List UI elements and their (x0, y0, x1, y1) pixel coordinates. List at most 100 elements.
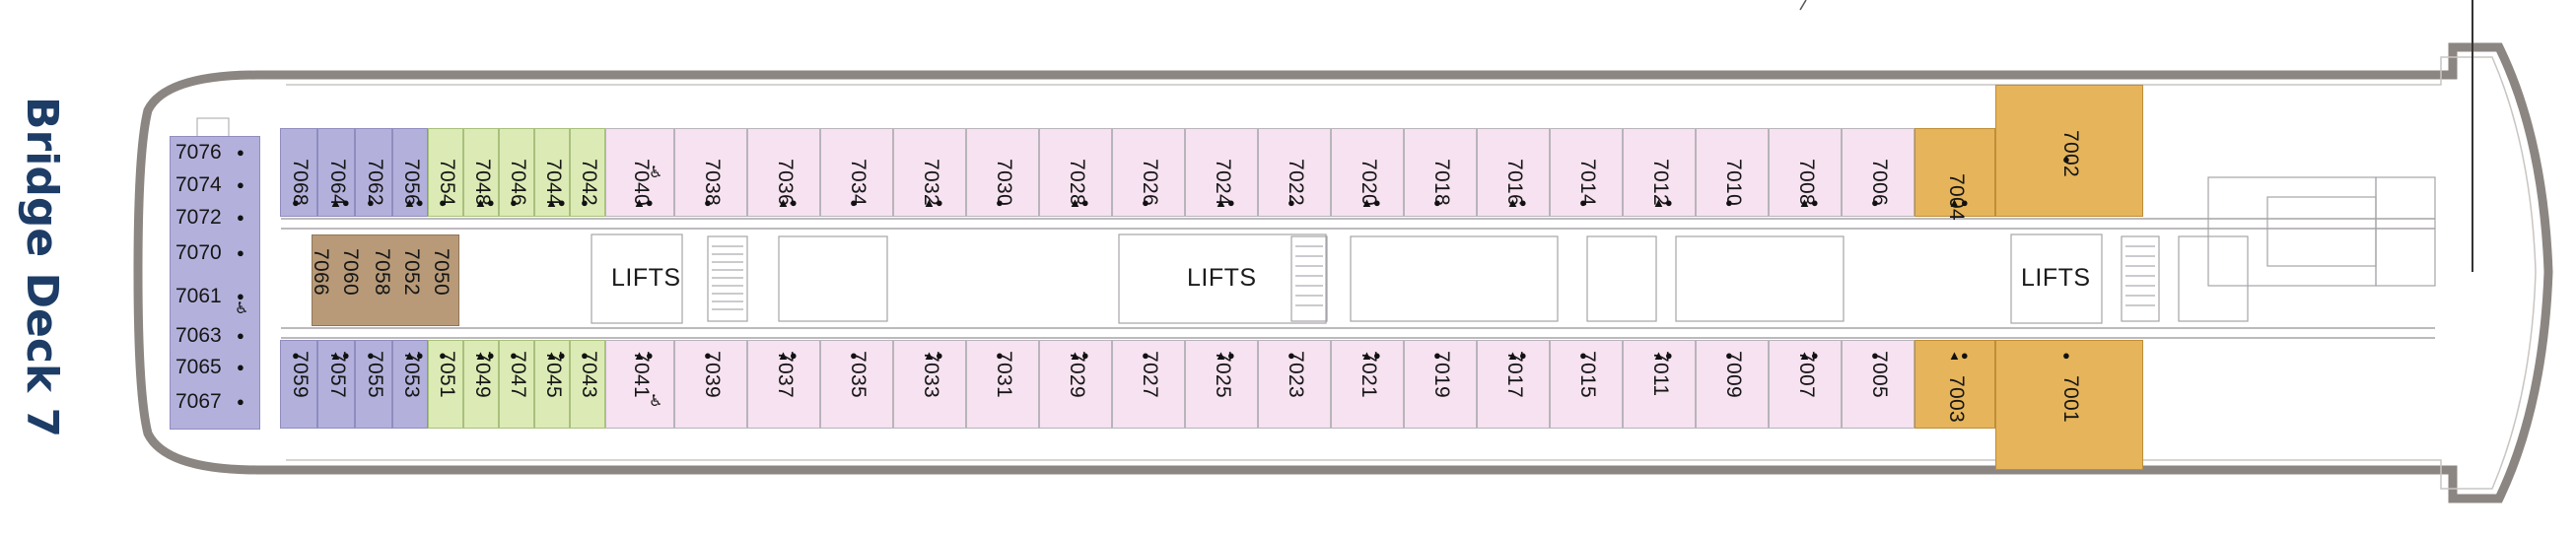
lift-shaft-1 (591, 233, 683, 324)
bed-dot-icon: ● (996, 195, 1004, 210)
bed-dot-icon: ● (2062, 348, 2070, 363)
top_row-cabin: 7028▲● (1039, 128, 1112, 217)
top_row-cabin: 7036▲● (747, 128, 820, 217)
sofa-triangle-icon: ▲● (1215, 195, 1235, 210)
bow-marker-tick (1799, 0, 1807, 11)
bottom_row-cabin: 7007▲● (1769, 340, 1842, 429)
bed-dot-icon: ● (2062, 152, 2070, 167)
bed-dot-icon: ● (704, 195, 712, 210)
sofa-triangle-icon: ▲● (1360, 348, 1381, 363)
top_row-cabin: 7030● (966, 128, 1039, 217)
cabin-number: 7003 (1945, 375, 1968, 423)
bed-dot-icon: ● (1142, 195, 1149, 210)
sofa-triangle-icon: ▲● (777, 348, 798, 363)
top_row-cabin: 7006● (1842, 128, 1915, 217)
center-cabin-number: 7052 (400, 248, 423, 296)
stairwell-2 (1290, 235, 1328, 322)
cabin-number: 7001 (2059, 375, 2082, 423)
wheelchair-icon: ♿ (649, 393, 663, 410)
bottom_row-cabin: 7053▲● (392, 340, 428, 429)
top_row-cabin: 7038● (674, 128, 747, 217)
sofa-triangle-icon: ▲● (1948, 348, 1969, 363)
bottom_row-cabin: 7059● (280, 340, 317, 429)
top_row-cabin: 7016▲● (1477, 128, 1550, 217)
bed-dot-icon: ● (1579, 195, 1587, 210)
sofa-triangle-icon: ▲● (403, 195, 424, 210)
bottom_row-cabin: 7033▲● (893, 340, 966, 429)
lift-shaft-2 (1118, 233, 1327, 324)
top_row-cabin: 7048▲● (463, 128, 499, 217)
top_row-cabin: 7040▲● (605, 128, 674, 217)
sofa-triangle-icon: ▲● (1798, 195, 1819, 210)
sofa-triangle-icon: ▲● (474, 348, 495, 363)
bottom_row-cabin: 7045▲● (534, 340, 570, 429)
bottom_row-cabin: 7029▲● (1039, 340, 1112, 429)
bottom_row-cabin: 7001 ● (1995, 340, 2143, 470)
hull-shape (133, 42, 2553, 503)
stern-cabin-block (170, 136, 260, 430)
bottom_row-cabin: 7057▲● (317, 340, 355, 429)
lifts-label-fwd: LIFTS (2021, 264, 2091, 292)
top_row-cabin: 7054● (428, 128, 463, 217)
bed-dot-icon: ● (367, 195, 375, 210)
stern-cabin-number: 7072 (175, 206, 222, 229)
stern-cabin-number: 7063 (175, 324, 222, 347)
bed-dot-icon: ● (237, 394, 244, 409)
bed-dot-icon: ● (237, 289, 244, 303)
bed-dot-icon: ● (850, 348, 858, 363)
bed-dot-icon: ● (996, 348, 1004, 363)
stairwell-3 (2121, 235, 2160, 322)
center-cabin-block (312, 234, 459, 326)
sofa-triangle-icon: ▲● (545, 348, 566, 363)
top_row-cabin: 7034● (820, 128, 893, 217)
sofa-triangle-icon: ▲● (545, 195, 566, 210)
bottom_row-cabin: 7021▲● (1331, 340, 1404, 429)
bed-dot-icon: ● (439, 195, 447, 210)
service-area-3 (1586, 235, 1657, 322)
sofa-triangle-icon: ▲● (1360, 195, 1381, 210)
stern-cabin-number: 7074 (175, 173, 222, 196)
bed-dot-icon: ● (581, 195, 589, 210)
bottom_row-cabin: 7011▲● (1623, 340, 1696, 429)
top_row-cabin: 7068● (280, 128, 317, 217)
top_row-cabin: 7044▲● (534, 128, 570, 217)
top_row-cabin: 7002● (1995, 85, 2143, 217)
hull-inner-line (286, 56, 2537, 490)
stern-cabin-number: 7065 (175, 356, 222, 378)
stern-cabin-number: 7067 (175, 390, 222, 413)
top_row-cabin: 7018● (1404, 128, 1477, 217)
stern-cabin-number: 7061 (175, 285, 222, 307)
bed-dot-icon: ● (292, 195, 300, 210)
bottom_row-cabin: 7017▲● (1477, 340, 1550, 429)
bottom_row-cabin: 7025▲● (1185, 340, 1258, 429)
bed-dot-icon: ● (1725, 348, 1733, 363)
bed-dot-icon: ● (510, 348, 518, 363)
center-cabin-number: 7060 (339, 248, 362, 296)
sofa-triangle-icon: ▲● (1506, 195, 1527, 210)
bed-dot-icon: ● (1725, 195, 1733, 210)
sofa-triangle-icon: ▲● (923, 195, 943, 210)
stairwell-1 (707, 235, 748, 322)
bottom_row-cabin: 7019● (1404, 340, 1477, 429)
service-area-2 (1350, 235, 1559, 322)
bed-dot-icon: ● (850, 195, 858, 210)
bed-dot-icon: ● (292, 348, 300, 363)
bottom_row-cabin: 7047● (499, 340, 534, 429)
sofa-triangle-icon: ▲● (1069, 348, 1089, 363)
sofa-triangle-icon: ▲● (923, 348, 943, 363)
top_row-cabin: 7042● (570, 128, 605, 217)
bottom_row-cabin: 7023● (1258, 340, 1331, 429)
sofa-triangle-icon: ▲● (1215, 348, 1235, 363)
top_row-cabin: 7004▲● (1915, 128, 1995, 221)
bottom_row-cabin: 7027● (1112, 340, 1185, 429)
top_row-cabin: 7032▲● (893, 128, 966, 217)
sofa-triangle-icon: ▲● (633, 195, 654, 210)
bottom_row-cabin: 7051● (428, 340, 463, 429)
bottom_row-cabin: 7037▲● (747, 340, 820, 429)
service-area-1 (778, 235, 888, 322)
sofa-triangle-icon: ▲● (1506, 348, 1527, 363)
sofa-triangle-icon: ▲● (474, 195, 495, 210)
bed-dot-icon: ● (237, 328, 244, 343)
sofa-triangle-icon: ▲● (633, 348, 654, 363)
sofa-triangle-icon: ▲● (1652, 195, 1673, 210)
